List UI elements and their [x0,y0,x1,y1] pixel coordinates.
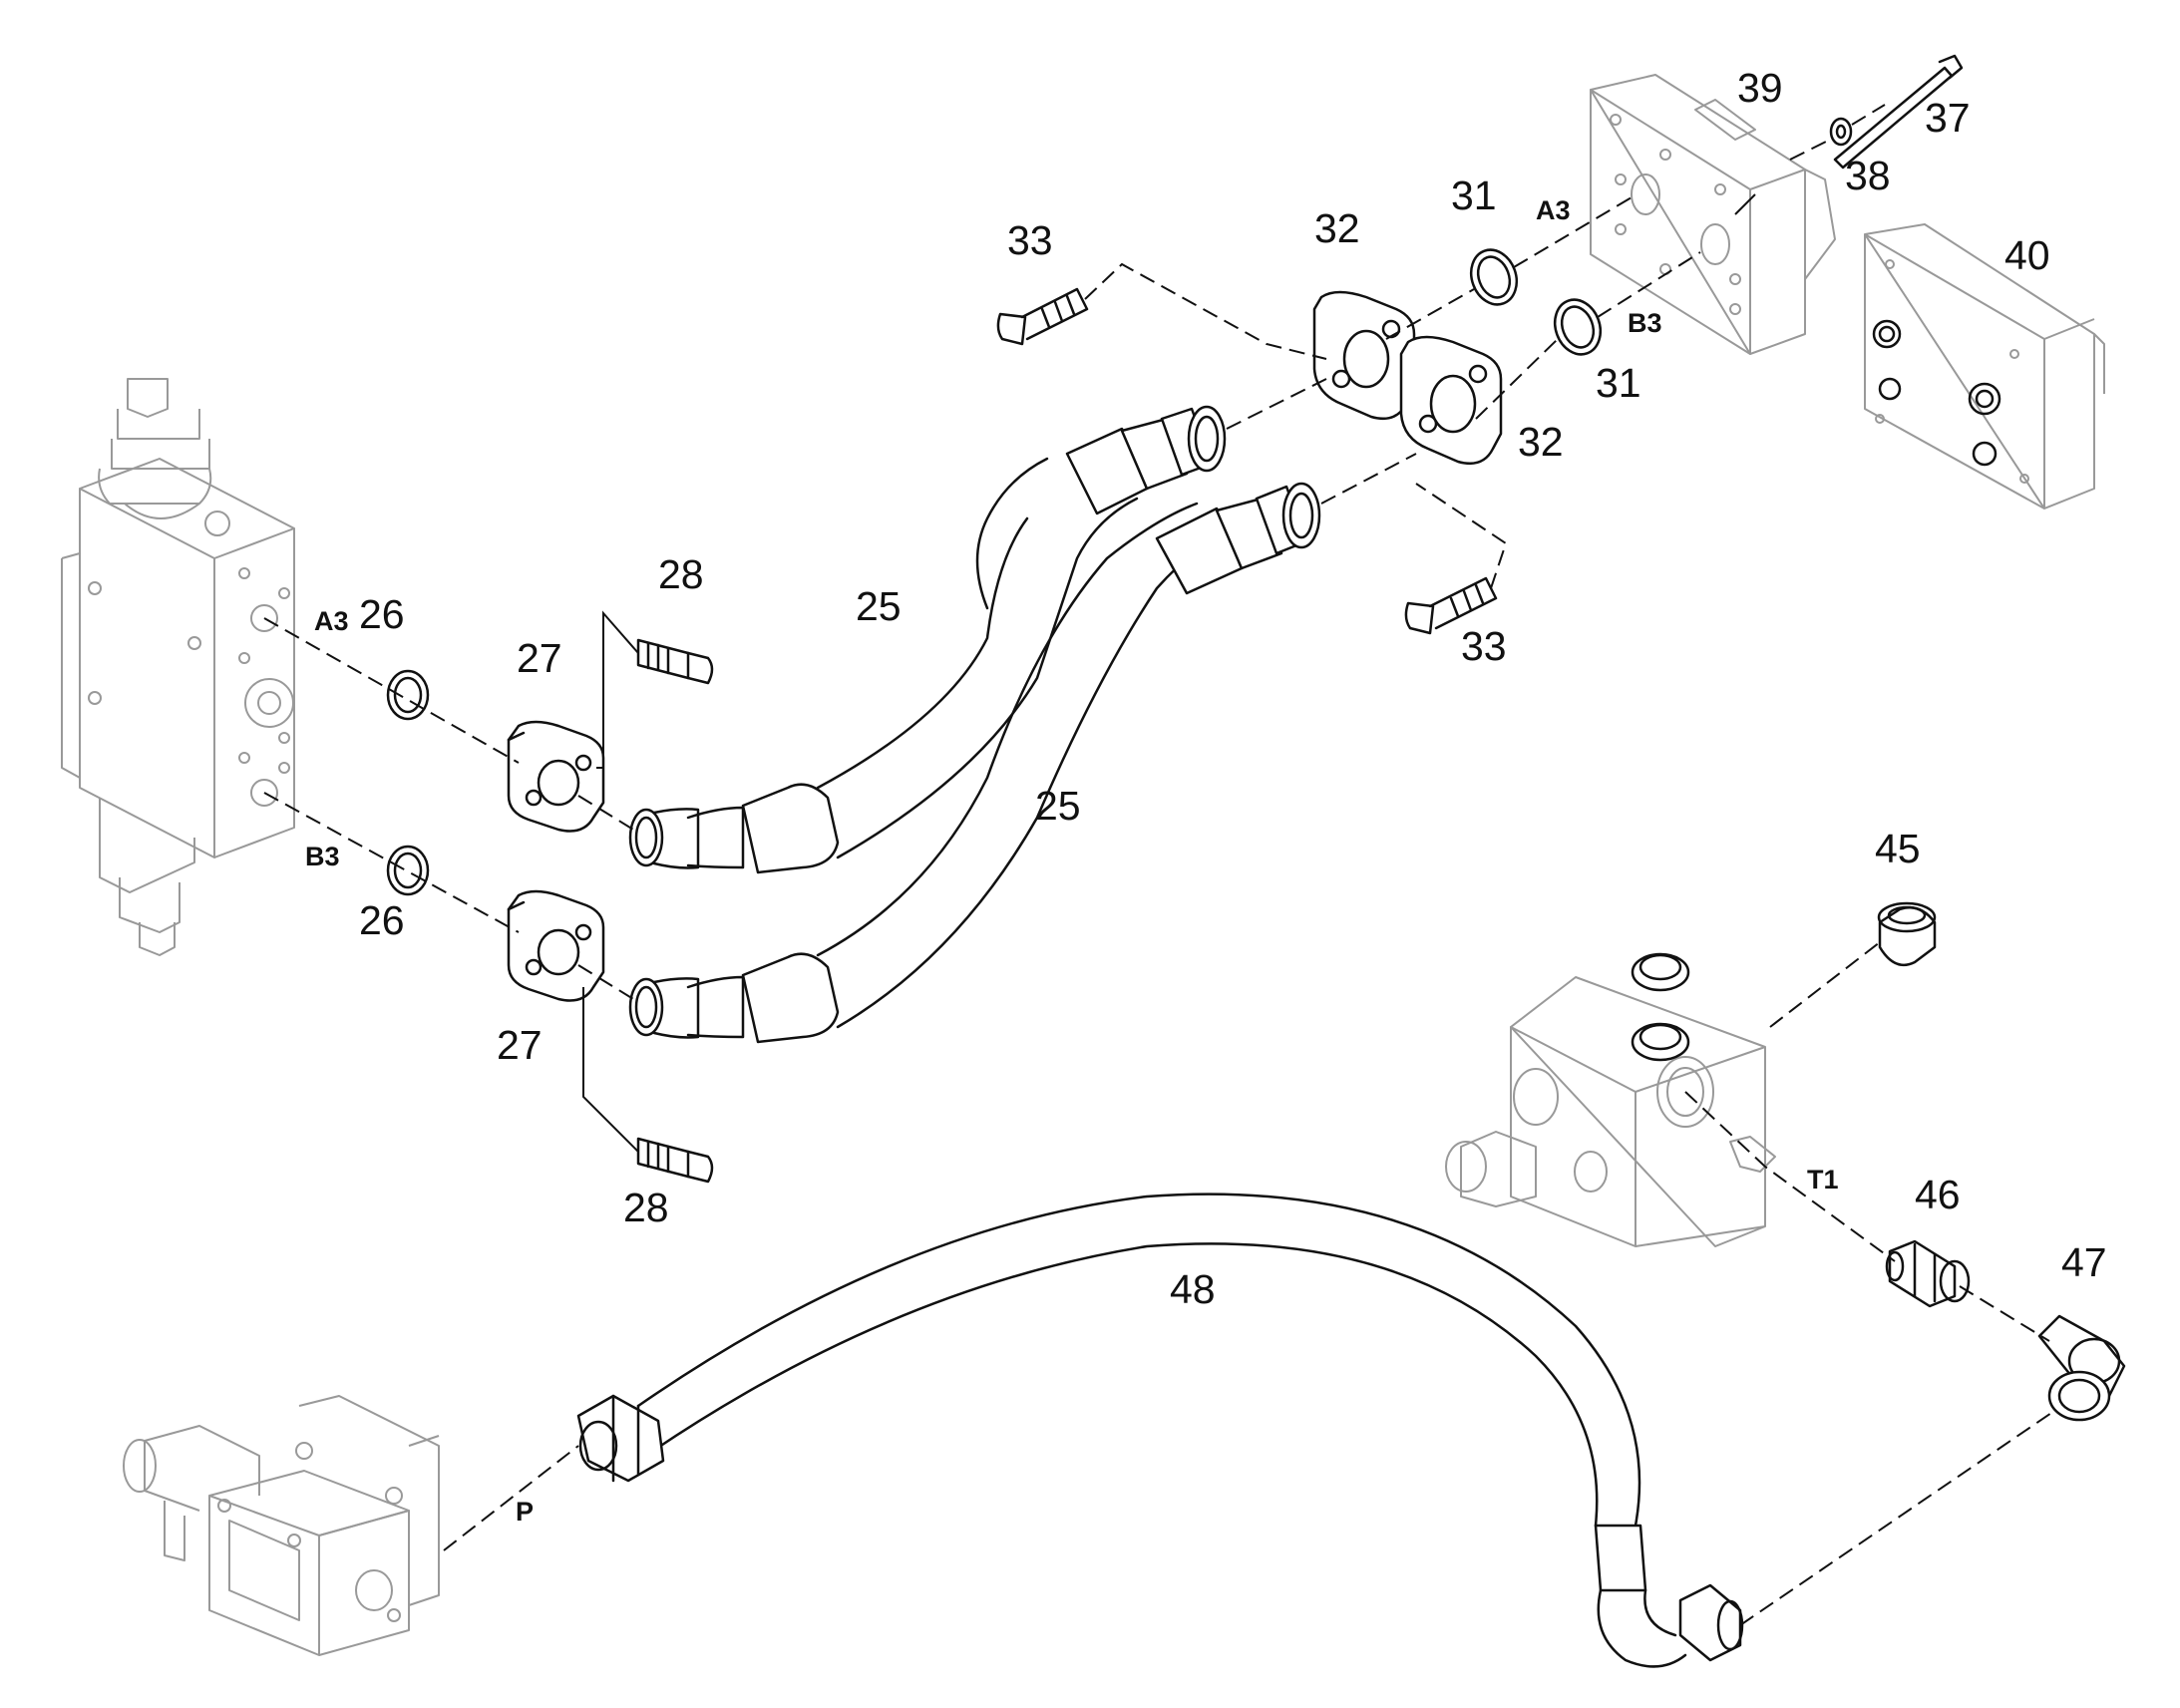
callout-37: 37 [1925,95,1971,141]
callout-40: 40 [2004,232,2050,278]
port-label-b3-left: B3 [305,842,340,871]
split-flange-32-upper [1312,290,1416,421]
valve-plate-40 [1864,223,2105,510]
washer-38 [1829,117,1853,147]
split-flange-27-upper [507,720,605,833]
callout-26-lower: 26 [359,897,405,943]
o-ring-31-lower [1553,298,1603,356]
split-flange-27-lower [507,889,605,1002]
callout-27-lower: 27 [497,1022,543,1068]
callout-46: 46 [1915,1172,1961,1217]
bolt-28-upper [636,638,714,685]
hose-48 [576,1193,1744,1668]
port-labels: A3 B3 A3 B3 T1 P [305,195,1839,1527]
o-ring-26-lower [386,845,430,896]
port-label-a3-right: A3 [1536,195,1571,225]
plug-45 [1877,901,1937,967]
callout-27-upper: 27 [517,635,562,681]
callout-31-lower: 31 [1596,360,1641,406]
callout-26-upper: 26 [359,591,405,637]
callout-33-lower: 33 [1461,623,1507,669]
port-label-a3-left: A3 [314,606,349,636]
adapter-46 [1885,1239,1971,1308]
callout-39: 39 [1737,65,1783,111]
callout-25-upper: 25 [856,583,902,629]
callout-32-upper: 32 [1314,205,1360,251]
pump-solenoid-p [123,1395,440,1656]
callout-47: 47 [2061,1239,2107,1285]
elbow-47 [2037,1314,2126,1422]
control-valve-left [61,378,295,956]
callout-45: 45 [1875,826,1921,871]
callout-25-lower: 25 [1035,783,1081,829]
leader-lines [263,104,2055,1626]
o-ring-31-upper [1469,248,1519,306]
port-label-p: P [516,1497,534,1527]
callout-32-lower: 32 [1518,419,1564,465]
hose-25-upper [628,405,1227,874]
hose-25-lower [628,482,1321,1044]
callout-48: 48 [1170,1266,1216,1312]
hydraulic-motor-39 [1590,74,1836,355]
port-label-b3-right: B3 [1628,308,1662,338]
callout-28-upper: 28 [658,551,704,597]
callout-28-lower: 28 [623,1185,669,1230]
bolt-37 [1833,54,1964,170]
manifold-block [1445,952,1776,1247]
bolt-28-lower [636,1137,714,1184]
callout-38: 38 [1845,153,1891,198]
bolt-33-upper [996,287,1089,346]
callout-33-upper: 33 [1007,217,1053,263]
split-flange-32-lower [1399,335,1503,466]
callout-labels: 25 25 26 26 27 27 28 28 31 31 32 32 33 3… [359,65,2107,1312]
port-label-t1: T1 [1807,1165,1839,1195]
o-ring-26-upper [386,669,430,721]
callout-31-upper: 31 [1451,172,1497,218]
